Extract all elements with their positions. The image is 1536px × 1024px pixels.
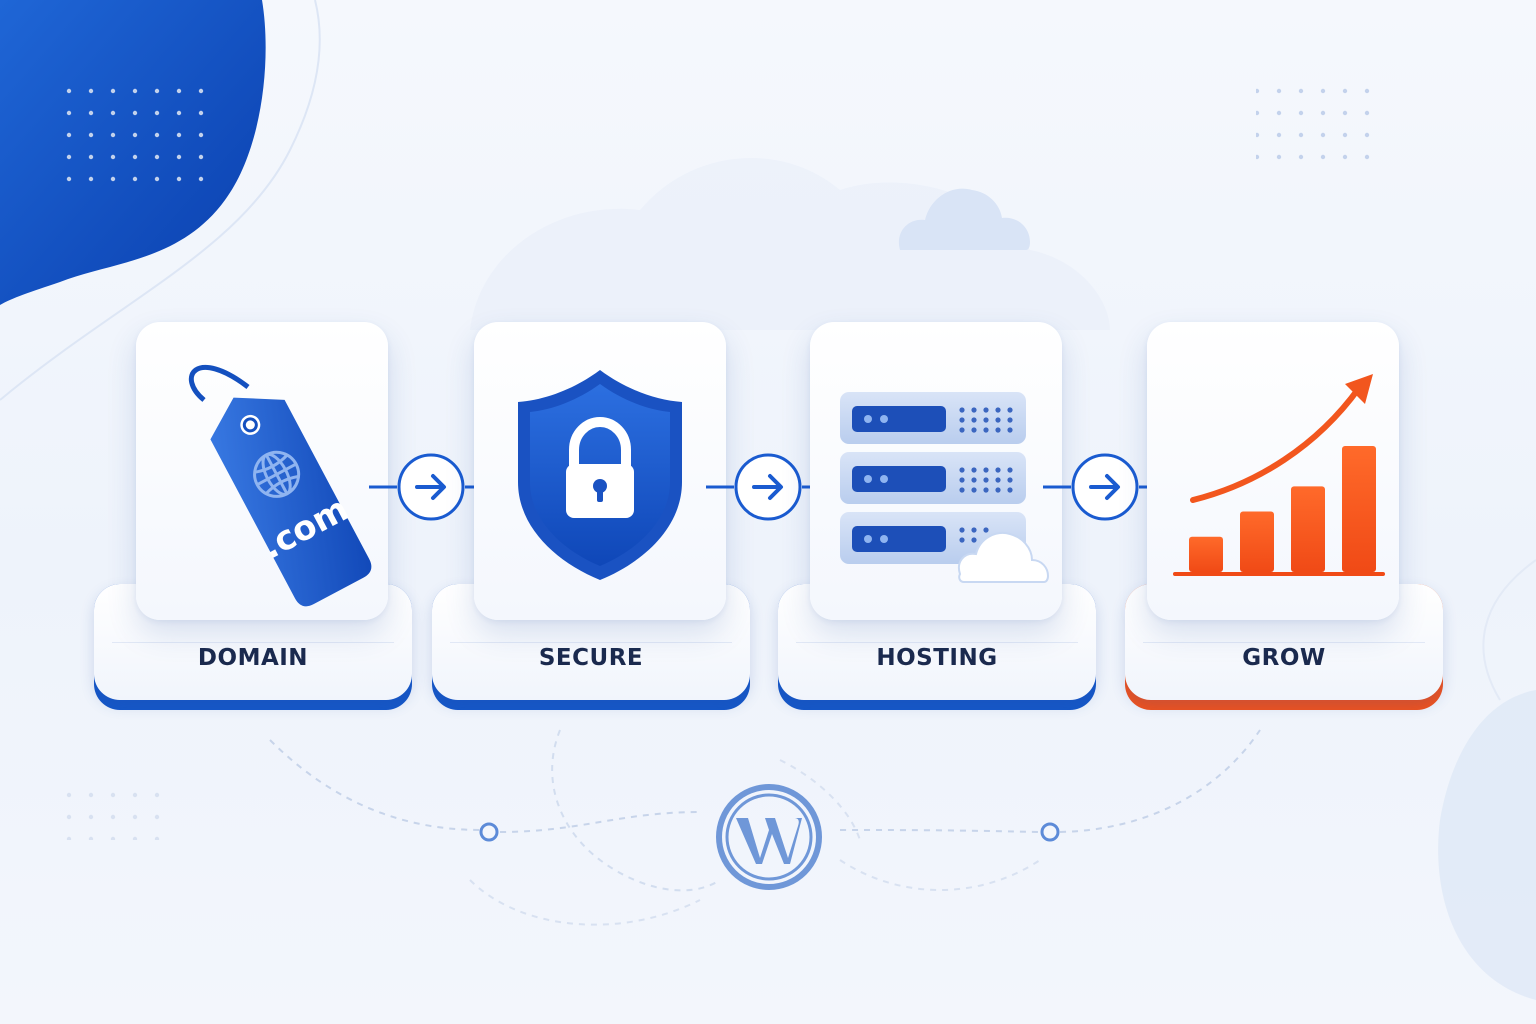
growth-bar-3 <box>1291 486 1325 572</box>
wordpress-logo <box>714 782 824 892</box>
step-card-hosting <box>810 322 1062 620</box>
step-domain: DOMAIN <box>94 322 424 722</box>
wordpress-logo-icon <box>716 784 822 890</box>
step-secure: SECURE <box>432 322 762 722</box>
step-card-grow <box>1147 322 1399 620</box>
arrow-right-icon <box>369 453 493 521</box>
step-card-domain: .com <box>136 322 388 620</box>
step-label-secure: SECURE <box>538 645 644 671</box>
step-grow: GROW <box>1125 322 1455 722</box>
growth-chart-icon <box>1173 374 1385 576</box>
domain-tag-icon: .com <box>188 364 372 607</box>
trend-arrow <box>1190 385 1362 503</box>
growth-bar-4 <box>1342 446 1376 572</box>
growth-bar-2 <box>1240 511 1274 572</box>
trend-arrow-head <box>1345 374 1373 404</box>
growth-bar-1 <box>1189 536 1223 572</box>
step-card-secure <box>474 322 726 620</box>
shield-lock-icon <box>518 370 682 580</box>
step-label-grow: GROW <box>1242 645 1326 671</box>
step-label-hosting: HOSTING <box>876 645 998 671</box>
connector-1 <box>369 452 493 522</box>
step-hosting: HOSTING <box>778 322 1108 722</box>
server-stack-icon <box>840 392 1050 583</box>
step-label-domain: DOMAIN <box>197 645 309 671</box>
